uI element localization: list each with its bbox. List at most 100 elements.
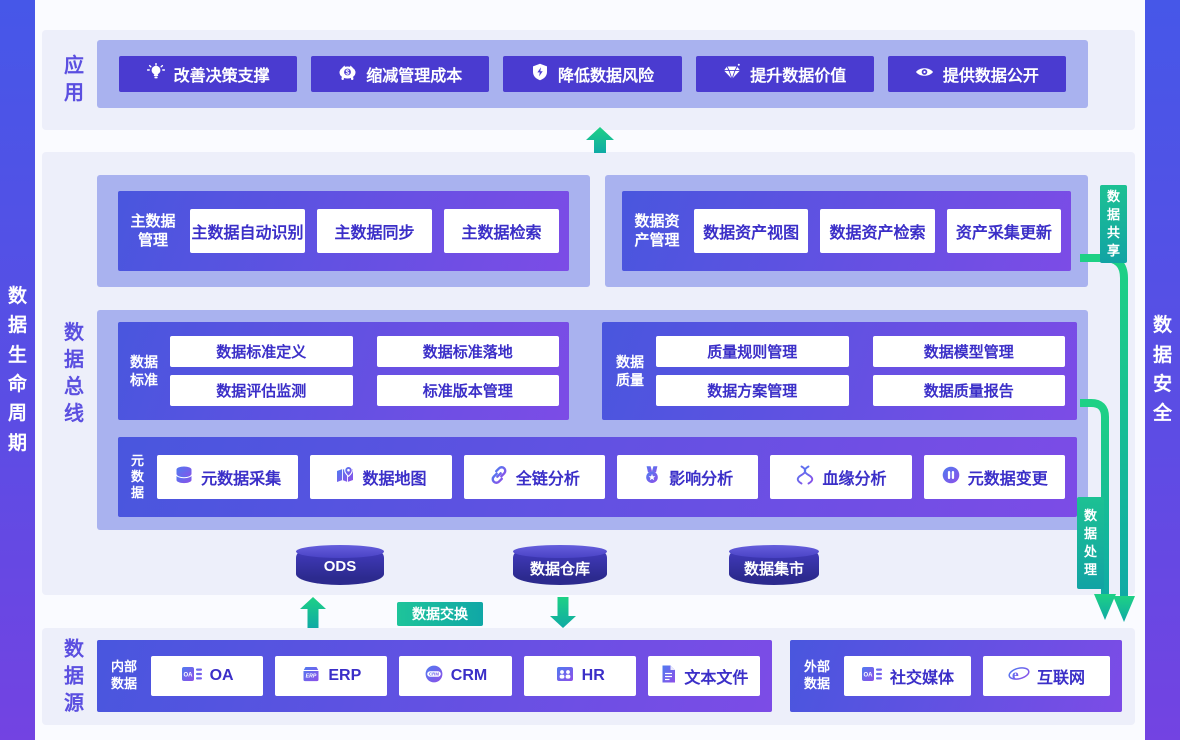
data-bus-section-label: 数据总线 [64,321,84,425]
security-label: 数据安全 [1152,315,1172,425]
source-crm[interactable]: CRM CRM [399,656,512,696]
metadata-box: 元数据 元数据采集 [118,437,1077,517]
data-share-text: 数据共享 [1106,188,1120,259]
svg-text:OA: OA [183,672,193,678]
module-label: 数据地图 [362,471,427,488]
app-button-label: 降低数据风险 [558,68,655,85]
module-asset-collect[interactable]: 资产采集更新 [946,209,1061,253]
source-oa[interactable]: OA OA [151,656,264,696]
app-button-cost[interactable]: $ 缩减管理成本 [311,56,490,92]
application-band: 改善决策支撑 $ 缩减管理成本 降低数据风险 [97,40,1088,108]
store-label: 数据仓库 [529,561,590,578]
data-bus-section: 数据总线 主数据管理 主数据自动识别 主数据同步 主数据检索 数据资产管理 数据… [42,152,1135,595]
module-asset-search[interactable]: 数据资产检索 [820,209,935,253]
eye-icon [915,63,934,86]
app-button-decision[interactable]: 改善决策支撑 [119,56,298,92]
app-button-label: 缩减管理成本 [366,68,463,85]
arrow-up-to-application [586,127,614,153]
cylinder-top [513,545,607,558]
svg-text:ERP: ERP [306,673,317,679]
social-media-icon: OA [861,664,883,689]
app-button-value[interactable]: 提升数据价值 [695,56,874,92]
module-label: 影响分析 [669,471,734,488]
data-exchange-label: 数据交换 [397,602,483,626]
map-pin-icon [335,465,355,490]
module-master-sync[interactable]: 主数据同步 [317,209,432,253]
module-standard-version[interactable]: 标准版本管理 [376,375,559,406]
external-data-box: 外部数据 OA 社交媒体 e 互联网 [790,640,1122,712]
module-metadata-change[interactable]: 元数据变更 [923,455,1065,499]
module-data-map[interactable]: 数据地图 [310,455,452,499]
data-share-label: 数据共享 [1100,185,1127,263]
module-quality-report[interactable]: 数据质量报告 [872,375,1065,406]
svg-text:e: e [1012,667,1019,683]
store-label: 数据集市 [743,561,804,578]
cylinder-top [729,545,819,558]
source-label: ERP [328,667,362,684]
module-data-model[interactable]: 数据模型管理 [872,336,1065,367]
module-impact-analysis[interactable]: 影响分析 [616,455,759,499]
source-label: 社交媒体 [889,670,954,687]
module-data-plan[interactable]: 数据方案管理 [656,375,849,406]
master-data-box: 主数据管理 主数据自动识别 主数据同步 主数据检索 [118,191,569,271]
store-data-warehouse[interactable]: 数据仓库 [513,545,607,585]
svg-text:OA: OA [863,672,873,678]
module-label: 血缘分析 [822,471,887,488]
module-master-search[interactable]: 主数据检索 [444,209,559,253]
store-label: ODS [323,558,357,575]
arrow-down-to-warehouse [550,597,576,628]
data-process-text: 数据处理 [1083,507,1097,578]
security-side-bar: 数据安全 [1145,0,1180,740]
source-social-media[interactable]: OA 社交媒体 [844,656,971,696]
data-quality-box: 数据质量 质量规则管理 数据模型管理 数据方案管理 数据质量报告 [602,322,1077,420]
app-button-label: 提供数据公开 [942,68,1039,85]
module-metadata-collect[interactable]: 元数据采集 [157,455,299,499]
svg-text:$: $ [346,69,350,76]
oa-icon: OA [181,664,203,689]
internal-data-label: 内部数据 [110,659,137,691]
erp-icon: ERP [301,664,321,689]
metadata-label: 元数据 [130,452,144,501]
cylinder-top [296,545,384,558]
bus-lower-band: 数据标准 数据标准定义 数据标准落地 数据评估监测 标准版本管理 数据质量 质量… [97,310,1088,530]
module-label: 全链分析 [515,471,580,488]
source-erp[interactable]: ERP ERP [275,656,388,696]
data-asset-label: 数据资产管理 [634,212,680,250]
module-quality-rule[interactable]: 质量规则管理 [656,336,849,367]
store-data-mart[interactable]: 数据集市 [729,545,819,585]
source-hr[interactable]: HR [523,656,636,696]
lifecycle-side-bar: 数据生命周期 [0,0,35,740]
data-standard-box: 数据标准 数据标准定义 数据标准落地 数据评估监测 标准版本管理 [118,322,569,420]
module-standard-monitor[interactable]: 数据评估监测 [170,375,353,406]
crm-icon: CRM [424,664,444,689]
store-ods[interactable]: ODS [296,545,384,585]
module-master-auto-identify[interactable]: 主数据自动识别 [190,209,305,253]
module-asset-view[interactable]: 数据资产视图 [694,209,809,253]
source-label: CRM [450,667,488,684]
lightbulb-icon [146,62,165,86]
data-asset-band: 数据资产管理 数据资产视图 数据资产检索 资产采集更新 [605,175,1088,287]
source-internet[interactable]: e 互联网 [983,656,1110,696]
data-source-section: 数据源 内部数据 OA OA ERP ERP [42,628,1135,725]
application-section-label: 应用 [64,55,84,104]
source-label: 文本文件 [684,670,749,687]
module-lineage-analysis[interactable]: 血缘分析 [770,455,912,499]
module-standard-implement[interactable]: 数据标准落地 [376,336,559,367]
lifecycle-label: 数据生命周期 [7,285,27,454]
text-file-icon [659,664,677,689]
source-text-file[interactable]: 文本文件 [647,656,761,696]
module-label: 元数据采集 [201,471,282,488]
module-standard-define[interactable]: 数据标准定义 [170,336,353,367]
app-button-risk[interactable]: 降低数据风险 [503,56,682,92]
module-full-chain-analysis[interactable]: 全链分析 [463,455,605,499]
app-button-open[interactable]: 提供数据公开 [887,56,1067,92]
shield-bolt-icon [531,63,549,86]
link-icon [489,465,509,490]
external-data-label: 外部数据 [803,659,830,691]
app-button-label: 改善决策支撑 [173,68,270,85]
app-button-label: 提升数据价值 [750,68,847,85]
application-section: 应用 改善决策支撑 $ 缩减管理成本 [42,30,1135,130]
data-asset-box: 数据资产管理 数据资产视图 数据资产检索 资产采集更新 [622,191,1071,271]
data-source-section-label: 数据源 [64,638,84,714]
